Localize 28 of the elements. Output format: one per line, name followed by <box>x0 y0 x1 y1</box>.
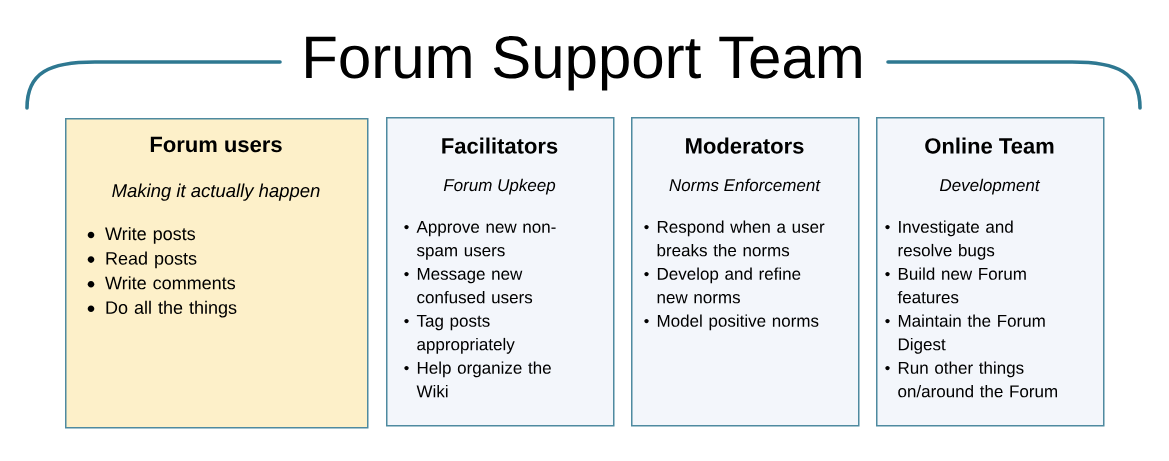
card-subtitle: Making it actually happen <box>112 183 320 201</box>
list-item: Tag posts appropriately <box>416 315 515 354</box>
list-item: Message new confused users <box>417 268 533 304</box>
title: Forum Support Team <box>306 36 861 91</box>
list-item: Read posts <box>106 251 197 269</box>
list-item: Do all the things <box>106 300 237 318</box>
card-heading: Facilitators <box>442 137 558 154</box>
role-card <box>631 117 860 427</box>
card-heading: Online Team <box>925 137 1054 154</box>
card-heading: Moderators <box>686 137 804 154</box>
card-heading: Forum users <box>150 136 282 153</box>
card-subtitle: Development <box>939 178 1041 195</box>
list-item: Approve new non-spam users <box>416 221 556 260</box>
list-item: Respond when a user breaks the norms <box>657 220 825 257</box>
list-item: Model positive norms <box>657 314 819 331</box>
list-item: Run other things on/around the Forum <box>898 361 1057 398</box>
list-item: Build new Forum features <box>897 267 1026 304</box>
card-subtitle: Norms Enforcement <box>669 178 821 192</box>
role-card <box>876 117 1105 427</box>
list-item: Investigate and resolve bugs <box>898 220 1013 260</box>
card-subtitle: Forum Upkeep <box>443 178 556 195</box>
list-item: Maintain the Forum Digest <box>898 314 1045 354</box>
list-item: Develop and refine new norms <box>657 267 801 304</box>
list-item: Write posts <box>105 226 196 244</box>
list-item: Write comments <box>105 276 236 290</box>
role-card <box>65 118 369 429</box>
list-item: Help organize the Wiki <box>416 361 551 398</box>
role-card <box>386 117 615 427</box>
